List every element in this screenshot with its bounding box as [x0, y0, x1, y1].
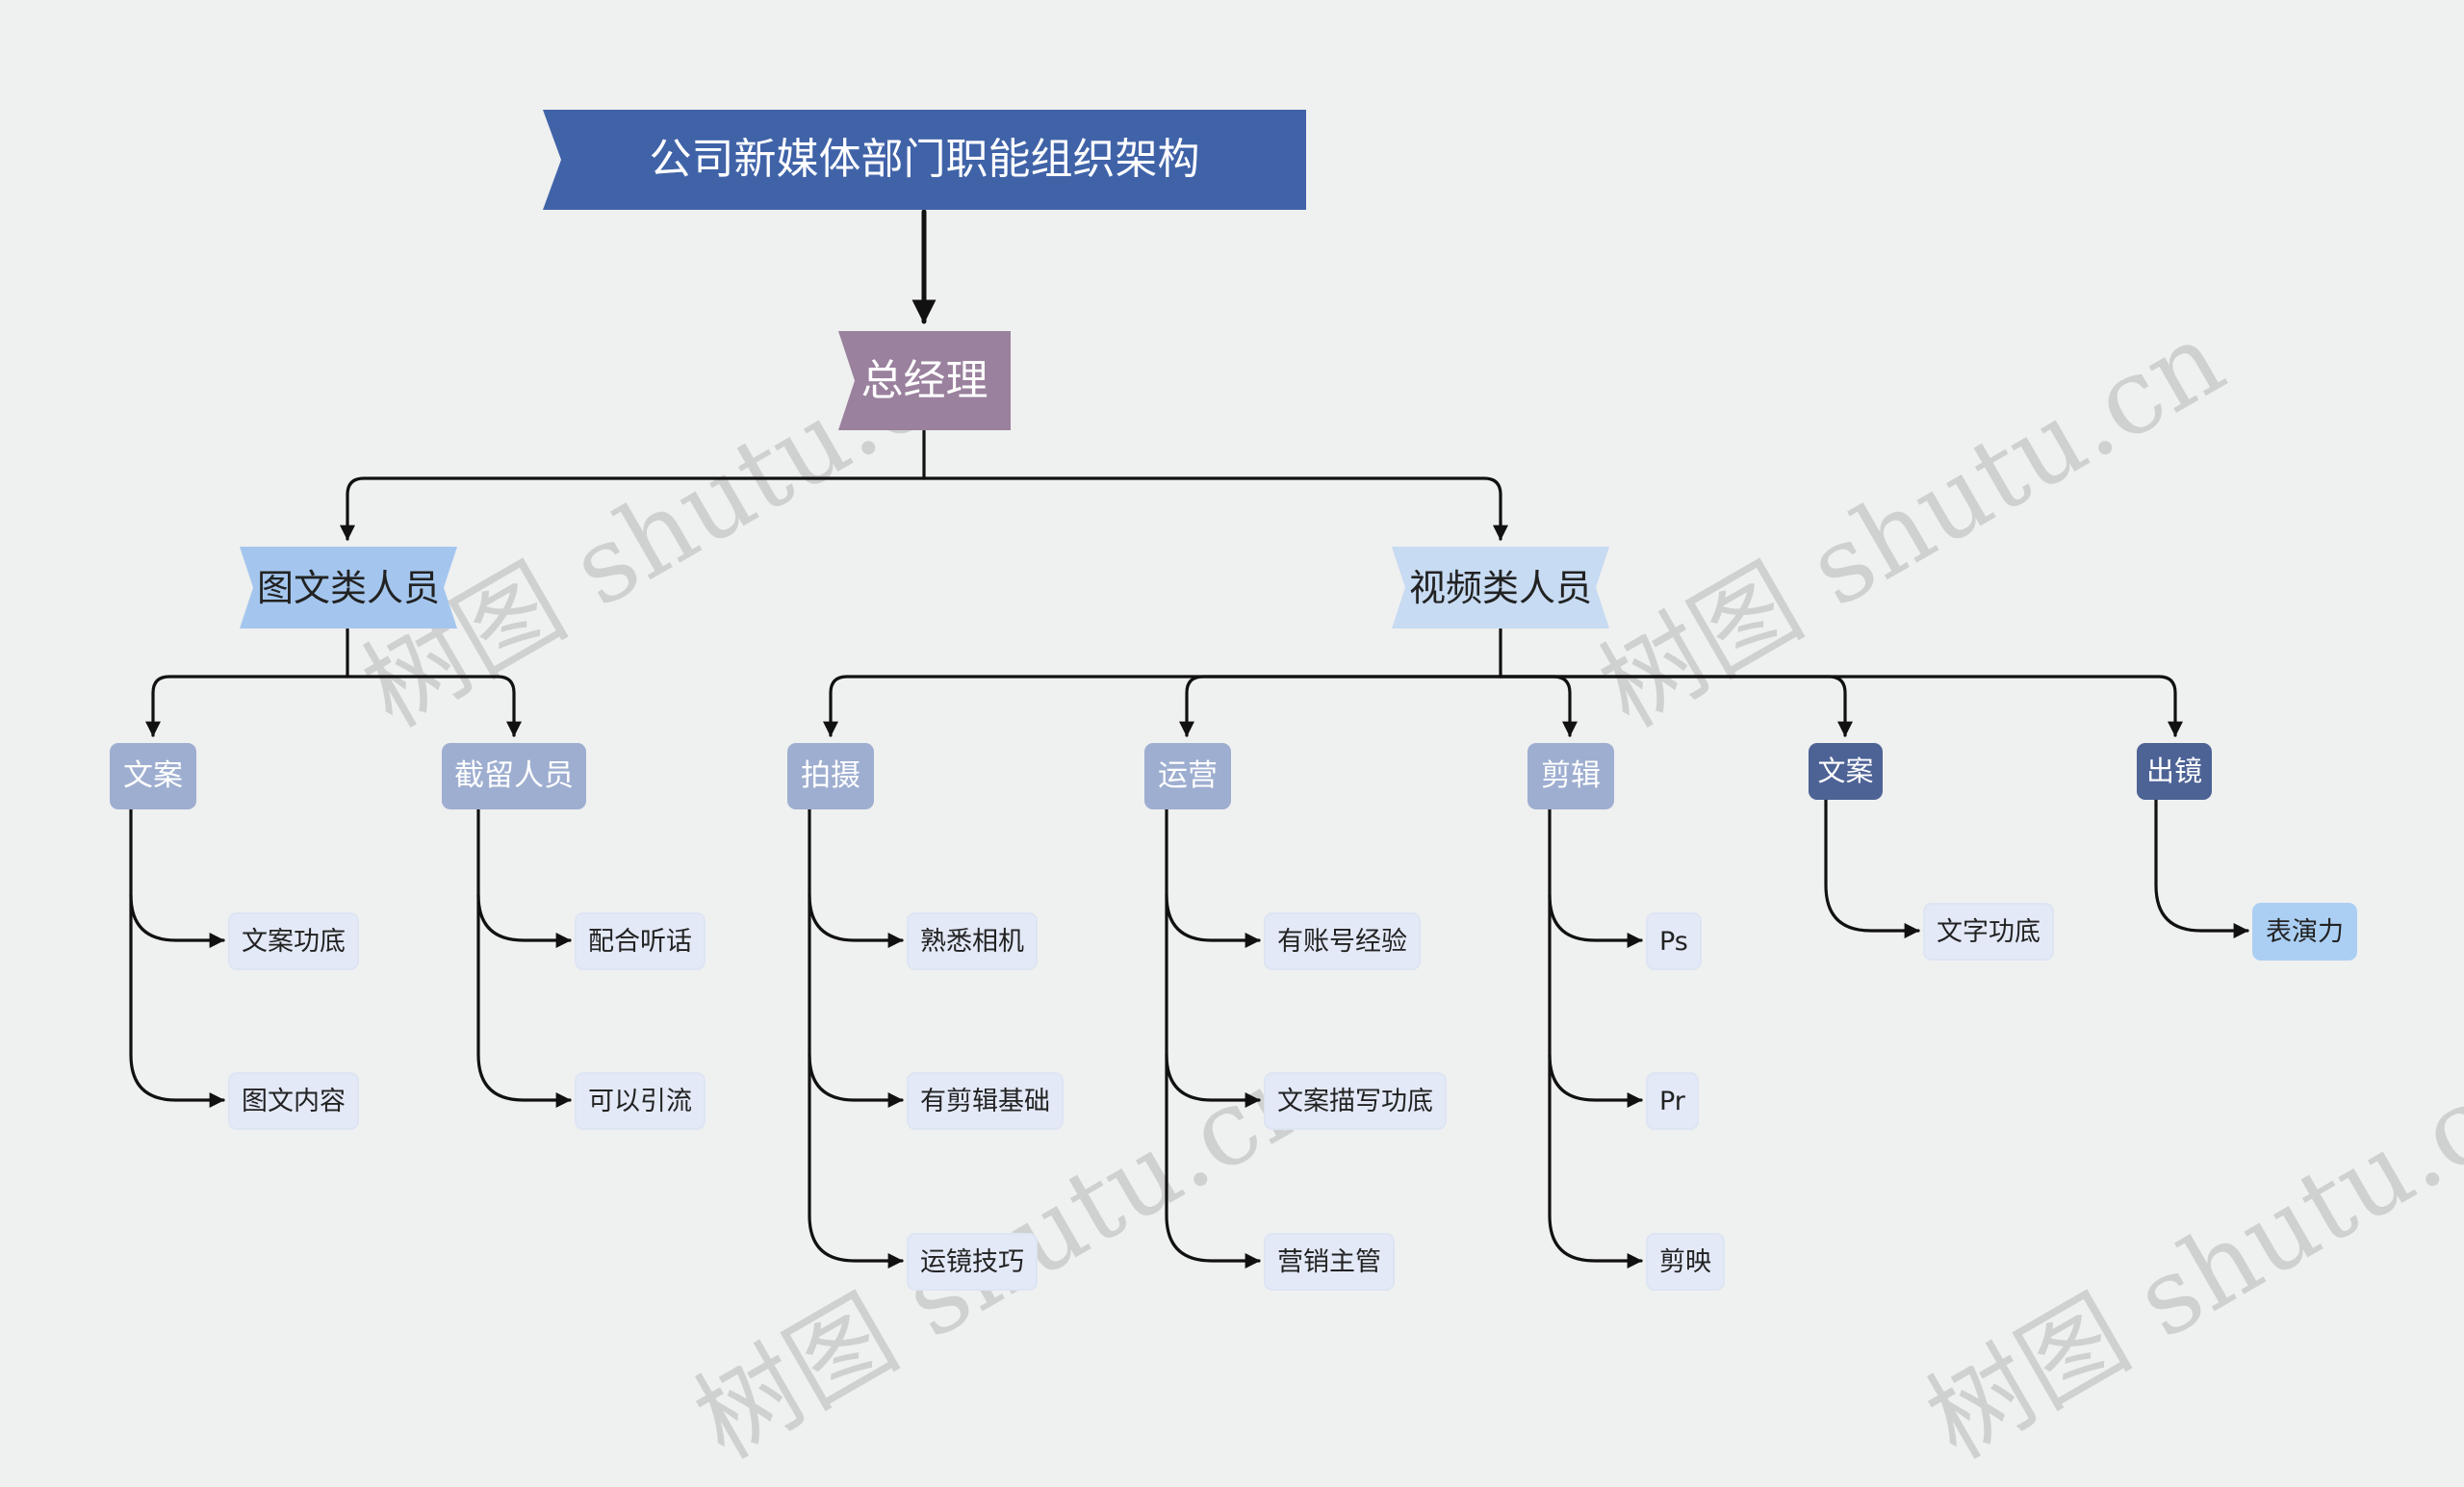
role-on-camera: 出镜 [2137, 743, 2212, 800]
duty-item: 图文内容 [228, 1072, 359, 1130]
diagram-title: 公司新媒体部门职能组织架构 [543, 110, 1306, 210]
duty-item: 运镜技巧 [907, 1233, 1038, 1291]
duty-item: Pr [1646, 1072, 1699, 1130]
role-editing: 剪辑 [1527, 743, 1614, 809]
group-graphic-text-staff: 图文类人员 [240, 547, 457, 628]
watermark: 树图 shutu.cn [1908, 1030, 2464, 1482]
group-video-staff: 视频类人员 [1392, 547, 1609, 628]
duty-item: 配合听话 [575, 912, 706, 970]
duty-item: 文字功底 [1923, 903, 2054, 961]
duty-item: 文案描写功底 [1264, 1072, 1447, 1130]
role-operations: 运营 [1144, 743, 1231, 809]
duty-item: 表演力 [2252, 903, 2357, 961]
general-manager-node: 总经理 [838, 331, 1011, 430]
duty-item: 熟悉相机 [907, 912, 1038, 970]
role-video-copywriter: 文案 [1809, 743, 1883, 800]
role-copywriter: 文案 [110, 743, 196, 809]
duty-item: 有账号经验 [1264, 912, 1421, 970]
duty-item: 文案功底 [228, 912, 359, 970]
duty-item: 有剪辑基础 [907, 1072, 1064, 1130]
watermark: 树图 shutu.cn [1580, 298, 2244, 751]
role-filming: 拍摄 [787, 743, 874, 809]
duty-item: 剪映 [1646, 1233, 1725, 1291]
duty-item: 可以引流 [575, 1072, 706, 1130]
duty-item: 营销主管 [1264, 1233, 1395, 1291]
duty-item: Ps [1646, 912, 1702, 970]
role-retention-staff: 截留人员 [442, 743, 586, 809]
